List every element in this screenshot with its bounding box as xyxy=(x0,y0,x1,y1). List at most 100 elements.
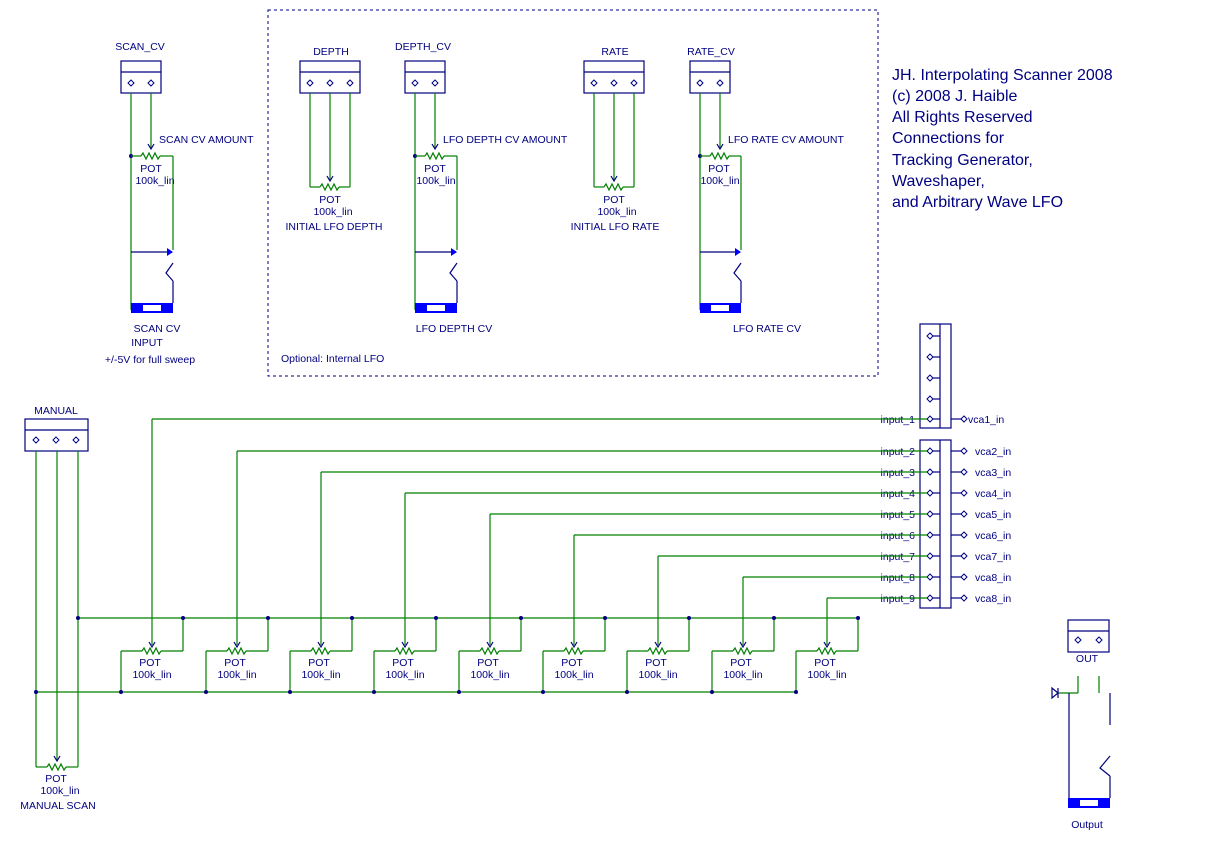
wiper-arrow xyxy=(148,641,156,649)
rate-connector xyxy=(583,60,645,94)
depth-connector xyxy=(299,60,361,94)
scan-pot-value: 100k_lin xyxy=(638,669,677,681)
junction-dot xyxy=(625,690,629,694)
five-pin-pins xyxy=(926,332,940,423)
output-label-2: vca2_in xyxy=(975,446,1011,458)
scan-pot-name: POT xyxy=(730,657,752,669)
scan-cv-pot-name: POT xyxy=(140,163,162,175)
header-pin xyxy=(926,510,934,518)
scan-cv-jack-label-2: INPUT xyxy=(131,337,163,349)
depth-header: DEPTH xyxy=(313,46,349,58)
output-pin xyxy=(960,552,968,560)
wiper-arrow xyxy=(823,641,831,649)
scan-pot-1 xyxy=(141,646,162,656)
scan-pot-9 xyxy=(816,646,837,656)
manual-scan-note: MANUAL SCAN xyxy=(20,800,95,812)
junction-dot xyxy=(34,690,38,694)
wiper-arrow xyxy=(739,641,747,649)
output-label-6: vca6_in xyxy=(975,530,1011,542)
input-label-4: input_4 xyxy=(881,488,916,500)
scan-cv-connector xyxy=(120,60,162,94)
input-label-3: input_3 xyxy=(881,467,916,479)
lfo-rate-cv-amount-note: LFO RATE CV AMOUNT xyxy=(728,134,844,146)
junction-dot xyxy=(204,690,208,694)
depth-cv-pot-value: 100k_lin xyxy=(416,175,455,187)
title-line-5: Tracking Generator, xyxy=(892,152,1033,169)
input-label-9: input_9 xyxy=(881,593,916,605)
scan-pot-8 xyxy=(732,646,753,656)
junction-dot xyxy=(457,690,461,694)
header-pin xyxy=(926,573,934,581)
depth-cv-pot-name: POT xyxy=(424,163,446,175)
scan-pot-value: 100k_lin xyxy=(807,669,846,681)
initial-lfo-depth-note: INITIAL LFO DEPTH xyxy=(285,221,382,233)
title-line-7: and Arbitrary Wave LFO xyxy=(892,194,1063,211)
rate-header: RATE xyxy=(601,46,628,58)
output-label: Output xyxy=(1071,819,1103,831)
input-label-5: input_5 xyxy=(881,509,916,521)
rate-pot-name: POT xyxy=(603,194,625,206)
ground-icon xyxy=(1051,686,1059,700)
title-line-3: All Rights Reserved xyxy=(892,109,1033,126)
wiper-arrow xyxy=(654,641,662,649)
input-label-7: input_7 xyxy=(881,551,916,563)
wiper-arrow xyxy=(401,641,409,649)
input-label-8: input_8 xyxy=(881,572,916,584)
scan-pot-name: POT xyxy=(392,657,414,669)
scan-pot-name: POT xyxy=(477,657,499,669)
rate-cv-section: RATE_CV LFO RATE CV AMOUNT POT 100k_lin … xyxy=(687,46,844,335)
five-pin-header xyxy=(919,323,968,429)
output-label-7: vca7_in xyxy=(975,551,1011,563)
header-pin xyxy=(926,468,934,476)
wiper-arrow xyxy=(486,641,494,649)
rate-cv-connector xyxy=(689,60,731,94)
scan-pot-name: POT xyxy=(561,657,583,669)
lfo-depth-cv-amount-note: LFO DEPTH CV AMOUNT xyxy=(443,134,568,146)
junction-dot xyxy=(710,690,714,694)
output-label-9: vca8_in xyxy=(975,593,1011,605)
junction-dot xyxy=(603,616,607,620)
junction-dot xyxy=(288,690,292,694)
output-pin xyxy=(960,573,968,581)
optional-lfo-frame xyxy=(267,9,879,377)
depth-cv-section: DEPTH_CV LFO DEPTH CV AMOUNT POT 100k_li… xyxy=(395,41,568,335)
title-block: JH. Interpolating Scanner 2008 (c) 2008 … xyxy=(892,67,1113,211)
depth-pot-name: POT xyxy=(319,194,341,206)
wiper-arrow xyxy=(233,641,241,649)
header-pin xyxy=(926,531,934,539)
output-pin xyxy=(960,594,968,602)
optional-lfo-label: Optional: Internal LFO xyxy=(281,353,384,365)
junction-dot xyxy=(266,616,270,620)
scan-pot-5 xyxy=(479,646,500,656)
junction-dot xyxy=(794,690,798,694)
title-line-4: Connections for xyxy=(892,130,1005,147)
scan-pot-name: POT xyxy=(139,657,161,669)
junction-dot xyxy=(181,616,185,620)
initial-lfo-rate-note: INITIAL LFO RATE xyxy=(571,221,660,233)
wiper-arrow xyxy=(317,641,325,649)
scan-pot-network: POT100k_linPOT100k_linPOT100k_linPOT100k… xyxy=(34,418,927,694)
junction-dot xyxy=(856,616,860,620)
header-pin xyxy=(926,489,934,497)
depth-cv-connector xyxy=(404,60,446,94)
scan-pot-name: POT xyxy=(814,657,836,669)
scan-pot-value: 100k_lin xyxy=(217,669,256,681)
rate-section: RATE POT 100k_lin INITIAL LFO RATE xyxy=(571,46,660,233)
junction-dot xyxy=(772,616,776,620)
header-pin xyxy=(926,552,934,560)
scan-pot-value: 100k_lin xyxy=(470,669,509,681)
scan-pot-3 xyxy=(310,646,331,656)
manual-section: MANUAL POT 100k_lin MANUAL SCAN xyxy=(20,405,95,812)
input-label-1: input_1 xyxy=(881,414,916,426)
manual-connector xyxy=(24,418,89,452)
scan-pot-2 xyxy=(226,646,247,656)
output-pin xyxy=(960,447,968,455)
scan-pot-name: POT xyxy=(224,657,246,669)
scan-pot-7 xyxy=(647,646,668,656)
wiper-arrow xyxy=(570,641,578,649)
lfo-depth-cv-label: LFO DEPTH CV xyxy=(416,323,492,335)
scan-pot-4 xyxy=(394,646,415,656)
scan-pot-value: 100k_lin xyxy=(132,669,171,681)
depth-pot-value: 100k_lin xyxy=(313,206,352,218)
scan-cv-jack-label-1: SCAN CV xyxy=(134,323,181,335)
